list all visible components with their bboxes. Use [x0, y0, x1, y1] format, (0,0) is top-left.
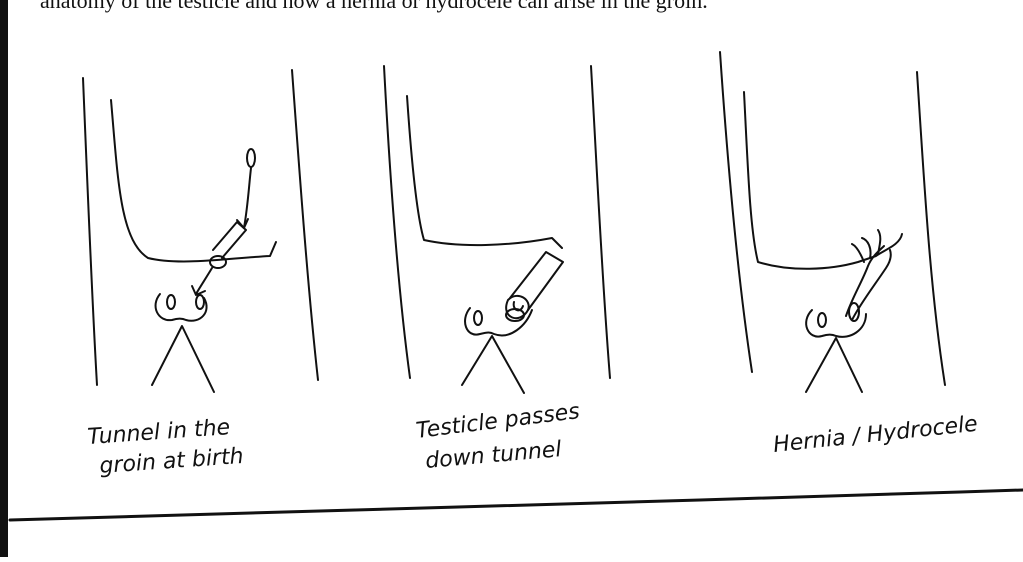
legs-outline: [462, 336, 524, 393]
arrow-to-scrotum: [192, 268, 212, 295]
legs-outline: [152, 326, 214, 392]
left-body-outline: [83, 78, 97, 385]
caption: Hernia / Hydrocele: [772, 412, 979, 458]
panel-hernia-hydrocele: Hernia / Hydrocele: [720, 52, 979, 458]
scrotum-outline: [156, 294, 207, 321]
inguinal-tunnel: [213, 222, 246, 258]
abdomen-outline: [744, 92, 902, 269]
caption-line-2: groin at birth: [99, 444, 245, 479]
panel-tunnel-at-birth: Tunnel in the groin at birth: [83, 70, 318, 479]
hernia-sac: [846, 246, 891, 320]
scrotum-testicle-left: [167, 295, 175, 309]
abdomen-outline: [111, 100, 276, 261]
testicle-high: [247, 149, 255, 167]
abdomen-outline: [407, 96, 562, 248]
inguinal-tunnel: [510, 252, 563, 310]
scrotum-testicle-right: [196, 295, 204, 309]
scrotum-testicle-left: [818, 313, 826, 327]
testicle-mid: [210, 256, 226, 268]
arrow-descent: [237, 168, 251, 228]
scrotum-outline: [806, 310, 866, 337]
right-body-outline: [917, 72, 945, 385]
herniated-strands: [852, 230, 880, 262]
left-body-outline: [384, 66, 410, 378]
right-body-outline: [292, 70, 318, 380]
bottom-divider-line: [10, 490, 1023, 520]
left-body-outline: [720, 52, 752, 372]
caption-line-1: Tunnel in the: [87, 415, 231, 450]
caption-line-2: down tunnel: [424, 437, 562, 474]
panel-testicle-passes: Testicle passes down tunnel: [384, 66, 610, 474]
right-body-outline: [591, 66, 610, 378]
cut-off-text-line: anatomy of the testicle and how a hernia…: [40, 0, 1020, 14]
testicle-in-tunnel: [506, 296, 529, 318]
scrotum-testicle-left: [474, 311, 482, 325]
legs-outline: [806, 338, 862, 392]
